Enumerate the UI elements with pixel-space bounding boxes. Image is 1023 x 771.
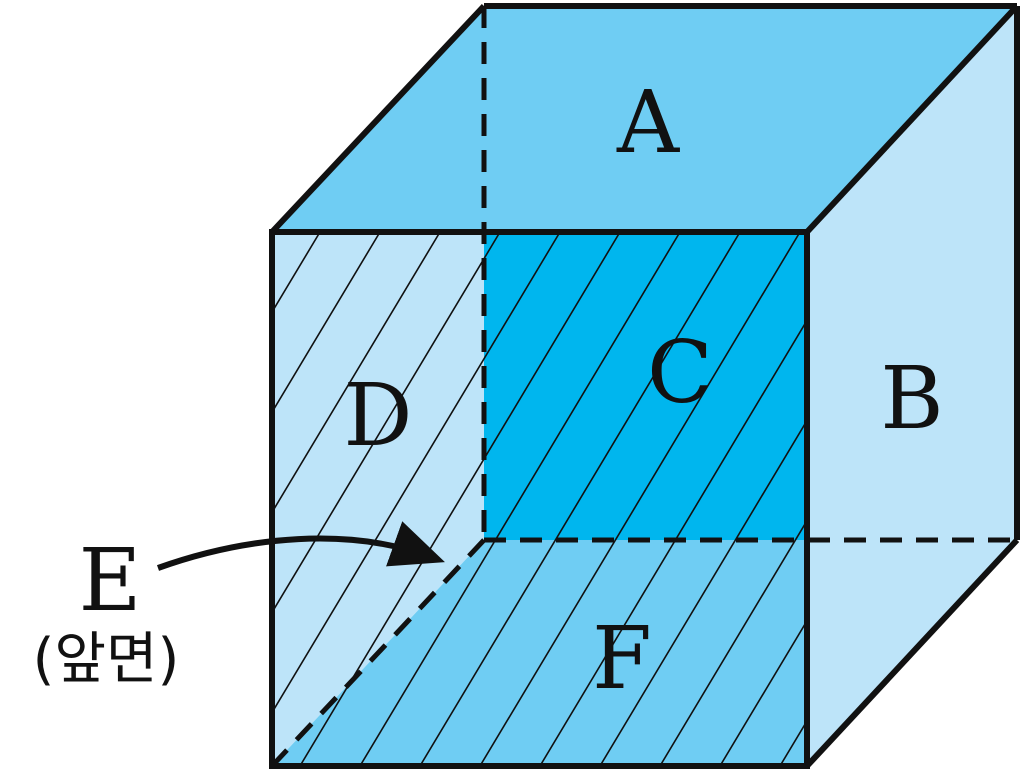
label-c: C [647, 323, 713, 423]
face-b-right [807, 6, 1017, 766]
label-e: E [79, 531, 142, 631]
label-front-annotation: (앞면) [33, 627, 180, 692]
face-a-top [272, 6, 1017, 232]
label-b: B [880, 349, 943, 449]
face-d-left [272, 232, 484, 766]
label-a: A [616, 73, 680, 173]
visible-edges [269, 3, 1020, 769]
pointer-arrow [156, 521, 445, 571]
label-d: D [344, 366, 413, 466]
face-f-bottom [272, 540, 807, 766]
hidden-edges [270, 6, 1017, 768]
label-f: F [592, 609, 652, 709]
front-square-edge [269, 229, 810, 769]
hidden-edge-diagonal [270, 538, 486, 768]
